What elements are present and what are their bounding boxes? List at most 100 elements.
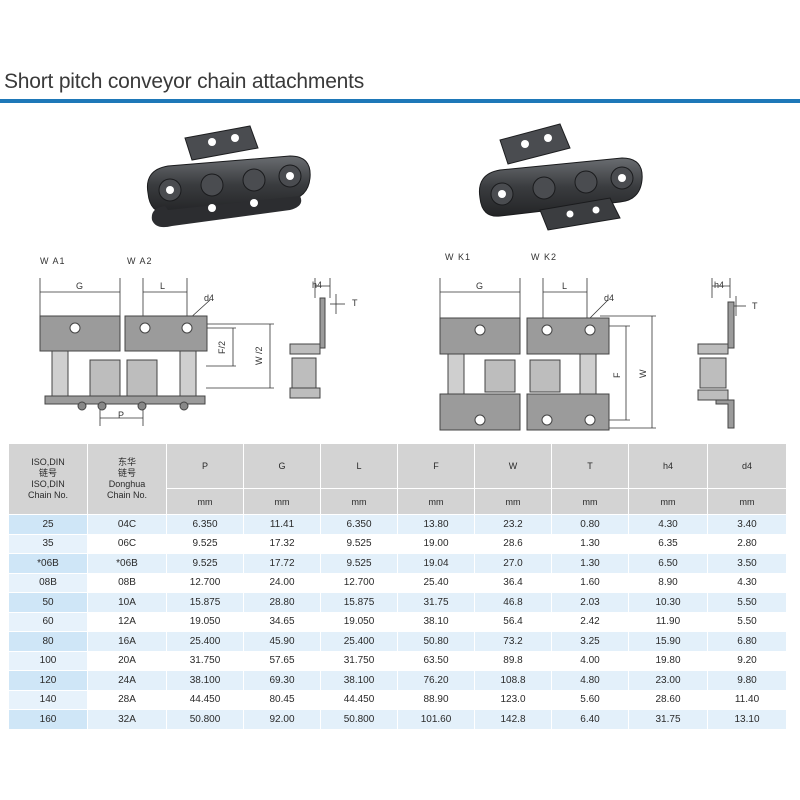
cell-p: 44.450 [166, 689, 244, 710]
cell-h4: 28.60 [628, 689, 708, 710]
cell-t: 4.00 [551, 650, 629, 671]
cell-f: 25.40 [397, 572, 475, 593]
dim-h4-left: h4 [312, 280, 322, 290]
dim-p: P [118, 410, 124, 420]
dim-w2: W /2 [254, 346, 264, 365]
cell-g: 57.65 [243, 650, 321, 671]
cell-t: 0.80 [551, 514, 629, 535]
cell-iso-chain-no: 160 [8, 709, 88, 730]
dim-l-left: L [160, 281, 165, 291]
cell-g: 80.45 [243, 689, 321, 710]
chain-spec-table: ISO,DIN 链号 ISO,DIN Chain No. 东华 链号 Dongh… [8, 443, 787, 730]
chain-photo-wk [478, 123, 643, 231]
cell-d4: 4.30 [707, 572, 787, 593]
cell-l: 25.400 [320, 631, 398, 652]
cell-l: 44.450 [320, 689, 398, 710]
wk-drawing: G L d4 h4 T F W [439, 278, 758, 431]
cell-w: 142.8 [474, 709, 552, 730]
cell-w: 56.4 [474, 611, 552, 632]
cell-d4: 3.40 [707, 514, 787, 535]
label-wa1: W A1 [40, 256, 66, 266]
cell-g: 28.80 [243, 592, 321, 613]
cell-d4: 5.50 [707, 592, 787, 613]
cell-w: 46.8 [474, 592, 552, 613]
header-col-g: G [243, 443, 321, 489]
header-col-d4: d4 [707, 443, 787, 489]
cell-d4: 5.50 [707, 611, 787, 632]
cell-donghua-chain-no: 08B [87, 572, 167, 593]
cell-w: 123.0 [474, 689, 552, 710]
cell-donghua-chain-no: 28A [87, 689, 167, 710]
cell-f: 76.20 [397, 670, 475, 691]
unit-p: mm [166, 488, 244, 515]
cell-h4: 31.75 [628, 709, 708, 730]
cell-f: 19.04 [397, 553, 475, 574]
dim-g-left: G [76, 281, 83, 291]
cell-donghua-chain-no: 20A [87, 650, 167, 671]
cell-g: 92.00 [243, 709, 321, 730]
cell-f: 101.60 [397, 709, 475, 730]
dim-f: F [612, 372, 622, 378]
cell-l: 12.700 [320, 572, 398, 593]
cell-g: 17.32 [243, 533, 321, 554]
dim-d4-right: d4 [604, 293, 614, 303]
cell-t: 2.03 [551, 592, 629, 613]
unit-l: mm [320, 488, 398, 515]
header-col-h4: h4 [628, 443, 708, 489]
cell-t: 2.42 [551, 611, 629, 632]
cell-h4: 23.00 [628, 670, 708, 691]
unit-w: mm [474, 488, 552, 515]
cell-w: 23.2 [474, 514, 552, 535]
cell-w: 89.8 [474, 650, 552, 671]
cell-t: 1.30 [551, 533, 629, 554]
unit-d4: mm [707, 488, 787, 515]
cell-iso-chain-no: 35 [8, 533, 88, 554]
cell-iso-chain-no: 08B [8, 572, 88, 593]
cell-donghua-chain-no: 06C [87, 533, 167, 554]
cell-g: 17.72 [243, 553, 321, 574]
cell-f: 38.10 [397, 611, 475, 632]
cell-d4: 3.50 [707, 553, 787, 574]
dim-h4-right: h4 [714, 280, 724, 290]
cell-p: 6.350 [166, 514, 244, 535]
unit-t: mm [551, 488, 629, 515]
cell-l: 15.875 [320, 592, 398, 613]
unit-f: mm [397, 488, 475, 515]
cell-t: 3.25 [551, 631, 629, 652]
cell-t: 4.80 [551, 670, 629, 691]
cell-t: 5.60 [551, 689, 629, 710]
cell-d4: 9.20 [707, 650, 787, 671]
cell-iso-chain-no: 60 [8, 611, 88, 632]
cell-f: 88.90 [397, 689, 475, 710]
dim-d4-left: d4 [204, 293, 214, 303]
cell-f: 50.80 [397, 631, 475, 652]
cell-d4: 6.80 [707, 631, 787, 652]
cell-l: 31.750 [320, 650, 398, 671]
cell-h4: 11.90 [628, 611, 708, 632]
cell-t: 1.60 [551, 572, 629, 593]
cell-l: 19.050 [320, 611, 398, 632]
cell-iso-chain-no: 80 [8, 631, 88, 652]
cell-g: 45.90 [243, 631, 321, 652]
cell-p: 50.800 [166, 709, 244, 730]
cell-w: 28.6 [474, 533, 552, 554]
cell-d4: 9.80 [707, 670, 787, 691]
cell-g: 11.41 [243, 514, 321, 535]
cell-d4: 2.80 [707, 533, 787, 554]
header-col-l: L [320, 443, 398, 489]
cell-donghua-chain-no: *06B [87, 553, 167, 574]
cell-p: 9.525 [166, 553, 244, 574]
cell-h4: 4.30 [628, 514, 708, 535]
cell-f: 63.50 [397, 650, 475, 671]
cell-l: 9.525 [320, 533, 398, 554]
cell-f: 19.00 [397, 533, 475, 554]
cell-h4: 8.90 [628, 572, 708, 593]
dim-t-left: T [352, 298, 358, 308]
cell-l: 6.350 [320, 514, 398, 535]
